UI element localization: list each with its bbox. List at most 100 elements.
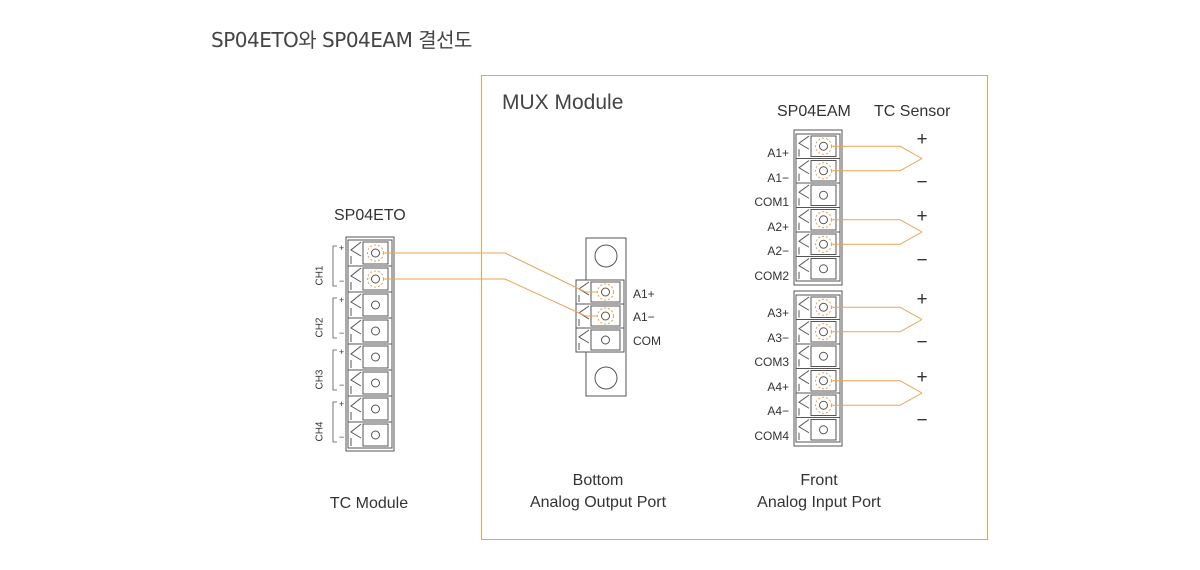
terminal-square [810,419,837,441]
sensor-wire-plus [831,145,923,159]
front-terminal-label: A2+ [767,220,789,234]
mount-hole-icon [594,366,618,390]
front-terminal [795,256,841,282]
tc-terminal [347,291,393,319]
screw-icon [819,141,828,151]
terminal-square [590,329,621,351]
terminal-clamp [798,394,810,409]
terminal-clamp [798,184,810,199]
front-block-outline-bottom [793,290,843,447]
sensor-minus-sign: − [916,332,928,353]
bottom-port-caption-line1: Bottom [572,472,624,489]
terminal-clamp [350,319,362,335]
terminal-square [362,423,389,447]
screw-icon [819,400,828,410]
front-terminal-label: A1+ [767,146,789,160]
tc-module-terminal-block: +−+−+−+− [332,236,395,452]
screw-icon [601,287,610,297]
terminal-square [810,345,837,367]
screw-icon [819,425,828,435]
channel-minus-mark: − [339,432,344,442]
channel-bracket [332,297,337,339]
terminal-square [810,258,837,280]
sensor-wire-minus [831,319,923,333]
wire-group [383,145,923,406]
terminal-clamp [798,258,810,273]
diagram-title: SP04ETO와 SP04EAM 결선도 [211,28,472,52]
tc-module-caption: TC Module [329,495,409,512]
terminal-clamp [798,345,810,360]
terminal-cell [795,182,841,208]
terminal-clamp [350,267,362,283]
mux-module-frame [481,75,988,540]
channel-label-ch1: CH1 [314,265,326,286]
terminal-cell [347,421,393,449]
terminal-clamp [798,209,810,224]
front-terminal [795,417,841,443]
sensor-wire-plus [831,380,923,394]
sensor-plus-sign: + [916,289,928,310]
tc-terminal [347,395,393,423]
channel-plus-mark: + [339,399,344,409]
terminal-clamp [350,241,362,257]
screw-icon [601,335,610,345]
channel-minus-mark: − [339,276,344,286]
tc-terminal [347,421,393,449]
channel-bracket [332,401,337,443]
screw-icon [371,430,380,440]
front-terminal-label: A3− [767,331,789,345]
channel-minus-mark: − [339,380,344,390]
front-port-name: SP04EAM [777,103,851,120]
screw-icon [371,326,380,336]
screw-icon [819,264,828,274]
screw-icon [819,190,828,200]
screw-icon [371,248,380,258]
screw-icon [371,404,380,414]
screw-icon [371,274,380,284]
tc-terminal [347,369,393,397]
terminal-square [362,397,389,421]
terminal-square [810,184,837,206]
bottom-terminal [575,303,625,329]
front-terminal [795,182,841,208]
screw-icon [819,376,828,386]
front-terminal [795,158,841,184]
terminal-clamp [350,371,362,387]
bottom-terminal-label: A1+ [633,287,655,301]
front-terminal-label: A3+ [767,306,789,320]
tc-block-outline [345,236,395,452]
channel-label-ch3: CH3 [314,369,326,390]
front-terminal-label: A1− [767,171,789,185]
channel-plus-mark: + [339,243,344,253]
sensor-minus-sign: − [916,250,928,271]
terminal-cell [347,343,393,371]
channel-label-ch2: CH2 [314,317,326,338]
sensor-plus-sign: + [916,206,928,227]
tc-terminal [347,317,393,345]
channel-minus-mark: − [339,328,344,338]
terminal-clamp [798,296,810,311]
screw-icon [601,311,610,321]
sensor-wire-minus [831,158,923,172]
bottom-port-terminal-block [575,237,627,397]
screw-icon [819,327,828,337]
terminal-square [362,319,389,343]
terminal-clamp [798,160,810,175]
terminal-clamp [350,423,362,439]
channel-bracket [332,245,337,287]
screw-icon [819,351,828,361]
front-block-outline-top [793,129,843,286]
terminal-clamp [350,293,362,309]
terminal-square [362,293,389,317]
front-port-terminal-block [793,129,843,447]
screw-icon [371,300,380,310]
screw-icon [371,378,380,388]
terminal-clamp [798,370,810,385]
front-terminal-label: A2− [767,244,789,258]
screw-icon [819,215,828,225]
screw-icon [371,352,380,362]
tc-module-name: SP04ETO [334,207,406,224]
sensor-minus-sign: − [916,172,928,193]
